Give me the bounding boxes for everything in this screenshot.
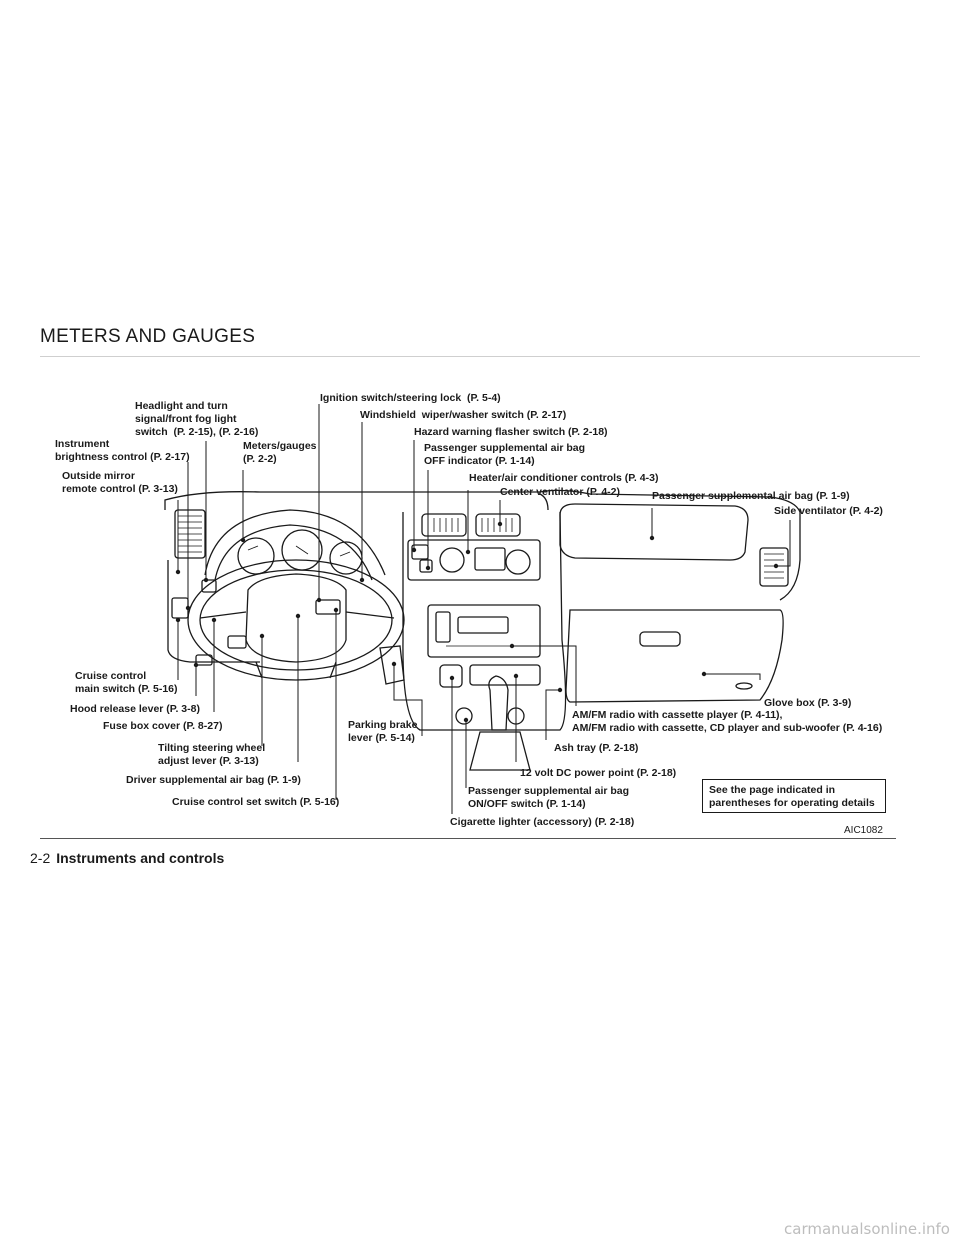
callout-passenger-airbag: Passenger supplemental air bag (P. 1-9) (652, 490, 850, 502)
callout-glove-box: Glove box (P. 3-9) (764, 697, 852, 709)
page-footer: 2-2 Instruments and controls (30, 850, 224, 866)
callout-headlight-switch: Headlight and turn signal/front fog ligh… (135, 400, 259, 438)
chapter-title: Instruments and controls (56, 850, 225, 866)
figure-code: AIC1082 (844, 825, 883, 836)
title-divider (40, 356, 920, 357)
callout-meters-gauges: Meters/gauges (P. 2-2) (243, 440, 317, 465)
callout-radio: AM/FM radio with cassette player (P. 4-1… (572, 709, 883, 734)
callout-instrument-brightness: Instrument brightness control (P. 2-17) (55, 438, 190, 463)
callout-driver-airbag: Driver supplemental air bag (P. 1-9) (126, 774, 301, 786)
callout-fuse-box: Fuse box cover (P. 8-27) (103, 720, 223, 732)
callout-cruise-set-switch: Cruise control set switch (P. 5-16) (172, 796, 340, 808)
callout-tilt-steering: Tilting steering wheel adjust lever (P. … (158, 742, 266, 767)
callout-ignition-switch: Ignition switch/steering lock (P. 5-4) (320, 392, 501, 404)
page-number: 2-2 (30, 850, 51, 866)
callout-hood-release: Hood release lever (P. 3-8) (70, 703, 200, 715)
callout-side-ventilator: Side ventilator (P. 4-2) (774, 505, 883, 517)
callout-ash-tray: Ash tray (P. 2-18) (554, 742, 639, 754)
callout-parking-brake: Parking brake lever (P. 5-14) (348, 719, 418, 744)
callout-power-point: 12 volt DC power point (P. 2-18) (520, 767, 677, 779)
callout-center-ventilator: Center ventilator (P. 4-2) (500, 486, 621, 498)
callout-heater-controls: Heater/air conditioner controls (P. 4-3) (469, 472, 659, 484)
callout-cruise-main-switch: Cruise control main switch (P. 5-16) (75, 670, 178, 695)
callout-cigarette-lighter: Cigarette lighter (accessory) (P. 2-18) (450, 816, 635, 828)
callout-airbag-onoff-switch: Passenger supplemental air bag ON/OFF sw… (468, 785, 630, 810)
site-watermark: carmanualsonline.info (784, 1220, 950, 1238)
callout-wiper-switch: Windshield wiper/washer switch (P. 2-17) (360, 409, 567, 421)
callout-outside-mirror: Outside mirror remote control (P. 3-13) (62, 470, 178, 495)
operating-details-note: See the page indicated in parentheses fo… (702, 779, 886, 813)
figure-bottom-rule (40, 838, 896, 839)
callout-hazard-switch: Hazard warning flasher switch (P. 2-18) (414, 426, 608, 438)
callout-airbag-off-indicator: Passenger supplemental air bag OFF indic… (424, 442, 586, 467)
section-title: METERS AND GAUGES (40, 326, 256, 347)
